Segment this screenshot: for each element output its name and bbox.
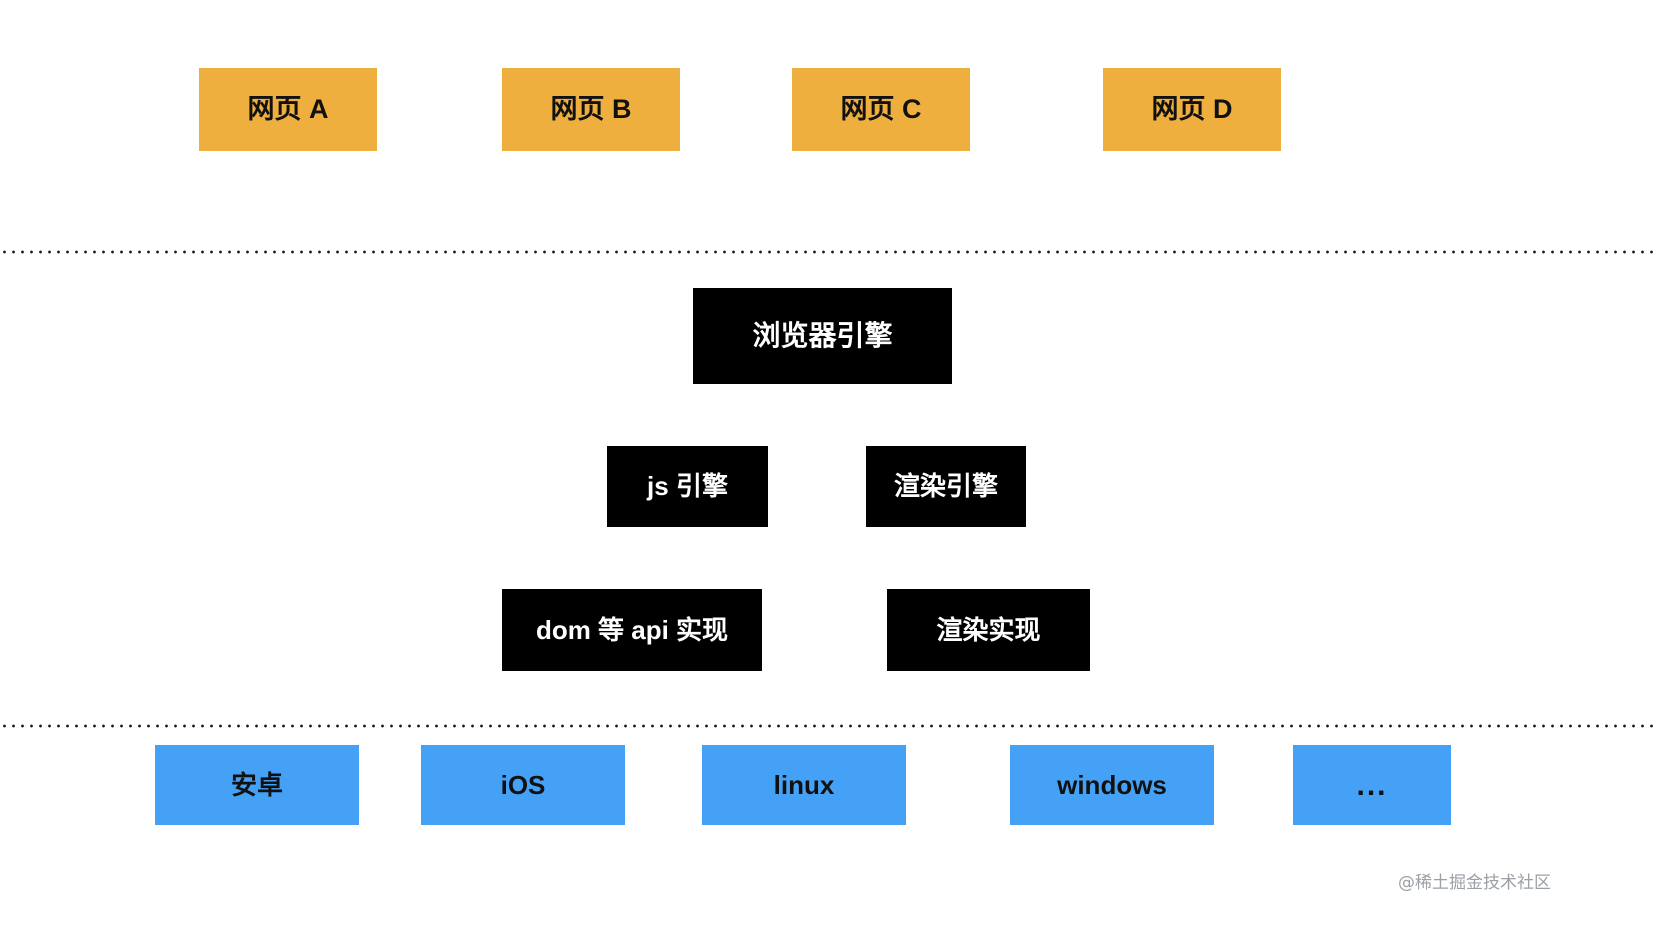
- dom-api-impl-box: dom 等 api 实现: [502, 589, 762, 671]
- web-page-box-d: 网页 D: [1103, 68, 1281, 151]
- os-box-linux: linux: [702, 745, 906, 825]
- web-page-box-b: 网页 B: [502, 68, 680, 151]
- os-label-ios: iOS: [500, 769, 546, 800]
- web-page-box-c: 网页 C: [792, 68, 970, 151]
- render-impl-box: 渲染实现: [887, 589, 1090, 671]
- web-page-label-d: 网页 D: [1151, 93, 1233, 124]
- divider-top: [0, 250, 1656, 254]
- render-engine-label: 渲染引擎: [893, 471, 998, 502]
- web-page-label-b: 网页 B: [550, 93, 632, 124]
- divider-bottom: [0, 724, 1656, 728]
- os-box-more: ...: [1293, 745, 1451, 825]
- os-label-more: ...: [1356, 768, 1388, 802]
- js-engine-box: js 引擎: [607, 446, 768, 527]
- web-page-box-a: 网页 A: [199, 68, 377, 151]
- os-box-android: 安卓: [155, 745, 359, 825]
- os-box-ios: iOS: [421, 745, 625, 825]
- watermark: @稀土掘金技术社区: [1398, 873, 1551, 893]
- os-box-windows: windows: [1010, 745, 1214, 825]
- os-label-android: 安卓: [230, 769, 283, 800]
- js-engine-label: js 引擎: [647, 471, 728, 502]
- os-label-windows: windows: [1057, 769, 1167, 800]
- os-label-linux: linux: [773, 769, 835, 800]
- render-impl-label: 渲染实现: [936, 614, 1041, 645]
- web-page-label-a: 网页 A: [247, 93, 329, 124]
- render-engine-box: 渲染引擎: [866, 446, 1026, 527]
- web-page-label-c: 网页 C: [840, 93, 922, 124]
- browser-engine-box: 浏览器引擎: [693, 288, 952, 384]
- dom-api-impl-label: dom 等 api 实现: [535, 614, 729, 645]
- browser-engine-label: 浏览器引擎: [752, 319, 893, 351]
